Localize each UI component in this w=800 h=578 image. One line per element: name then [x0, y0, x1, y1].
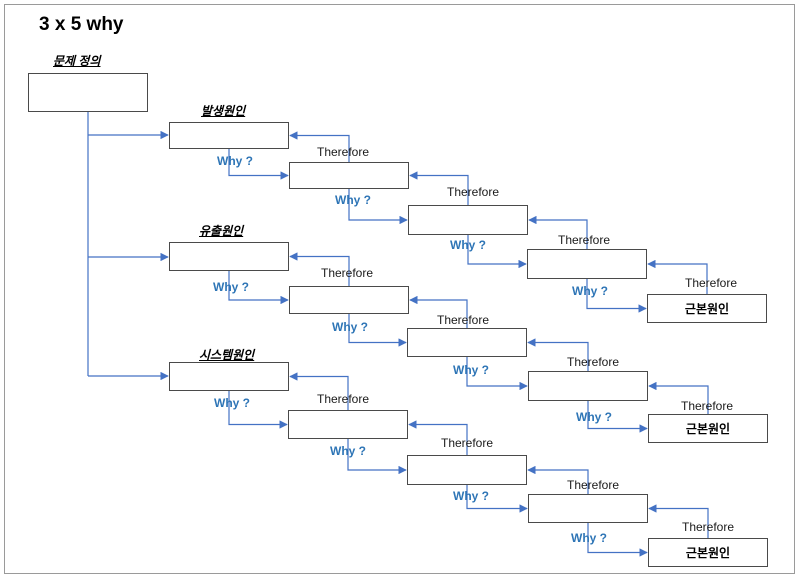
therefore-label-2-4: Therefore [681, 399, 734, 413]
root-cause-box-1: 근본원인 [647, 294, 767, 323]
therefore-label-2-3: Therefore [567, 355, 620, 369]
why-box-2-1 [169, 242, 289, 271]
why-label-2-4: Why ? [576, 410, 612, 424]
therefore-label-2-2: Therefore [437, 313, 490, 327]
label-cause-system: 시스템원인 [199, 348, 255, 362]
why-label-3-4: Why ? [571, 531, 607, 545]
why-connector-1-3 [467, 235, 527, 269]
therefore-connector-3-2 [408, 420, 468, 455]
why-label-1-2: Why ? [335, 193, 371, 207]
why-box-2-4 [528, 371, 648, 401]
why-connector-3-2 [347, 439, 407, 475]
why-connector-2-2 [348, 314, 407, 347]
why-connector-3-4 [587, 523, 648, 557]
why-box-3-1 [169, 362, 289, 391]
why-box-1-2 [289, 162, 409, 189]
therefore-connector-1-4 [647, 259, 708, 294]
therefore-label-1-1: Therefore [317, 145, 370, 159]
label-cause-outflow: 유출원인 [199, 224, 244, 238]
why-box-3-2 [288, 410, 408, 439]
why-box-1-4 [527, 249, 647, 279]
why-box-2-3 [407, 328, 527, 357]
why-connector-1-4 [586, 279, 647, 313]
therefore-label-2-1: Therefore [321, 266, 374, 280]
therefore-label-1-3: Therefore [558, 233, 611, 247]
why-box-1-3 [408, 205, 528, 235]
therefore-connector-2-3 [527, 338, 589, 371]
therefore-label-3-4: Therefore [682, 520, 735, 534]
why-label-3-2: Why ? [330, 444, 366, 458]
why-box-3-3 [407, 455, 527, 485]
root-cause-box-2: 근본원인 [648, 414, 768, 443]
therefore-label-1-2: Therefore [447, 185, 500, 199]
therefore-connector-2-4 [648, 381, 709, 414]
therefore-label-3-1: Therefore [317, 392, 370, 406]
why-label-1-4: Why ? [572, 284, 608, 298]
therefore-connector-1-2 [409, 171, 469, 205]
why-connector-2-4 [587, 401, 648, 433]
problem-box [28, 73, 148, 112]
therefore-connector-1-1 [289, 131, 350, 162]
therefore-label-3-2: Therefore [441, 436, 494, 450]
therefore-connector-1-3 [528, 215, 588, 249]
page-title: 3 x 5 why [39, 14, 124, 35]
why-label-2-2: Why ? [332, 320, 368, 334]
why-box-1-1 [169, 122, 289, 149]
why-connector-1-1 [228, 149, 289, 180]
why-label-2-1: Why ? [213, 280, 249, 294]
why-label-3-1: Why ? [214, 396, 250, 410]
why-label-1-1: Why ? [217, 154, 253, 168]
why-connector-2-3 [466, 357, 528, 391]
therefore-connector-2-2 [409, 295, 468, 328]
why-label-2-3: Why ? [453, 363, 489, 377]
therefore-connector-2-1 [289, 252, 350, 286]
therefore-connector-3-4 [648, 504, 709, 538]
root-cause-box-3: 근본원인 [648, 538, 768, 567]
why-label-1-3: Why ? [450, 238, 486, 252]
why-box-2-2 [289, 286, 409, 314]
therefore-connector-3-3 [527, 465, 589, 494]
why-connector-1-2 [348, 189, 408, 225]
why-box-3-4 [528, 494, 648, 523]
why-label-3-3: Why ? [453, 489, 489, 503]
why-connector-2-1 [228, 271, 289, 305]
therefore-label-3-3: Therefore [567, 478, 620, 492]
why-connector-3-3 [466, 485, 528, 513]
therefore-connector-3-1 [289, 372, 349, 410]
why-connector-3-1 [228, 391, 288, 429]
therefore-label-1-4: Therefore [685, 276, 738, 290]
label-cause-occurrence: 발생원인 [201, 104, 246, 118]
label-problem: 문제 정의 [53, 54, 101, 68]
